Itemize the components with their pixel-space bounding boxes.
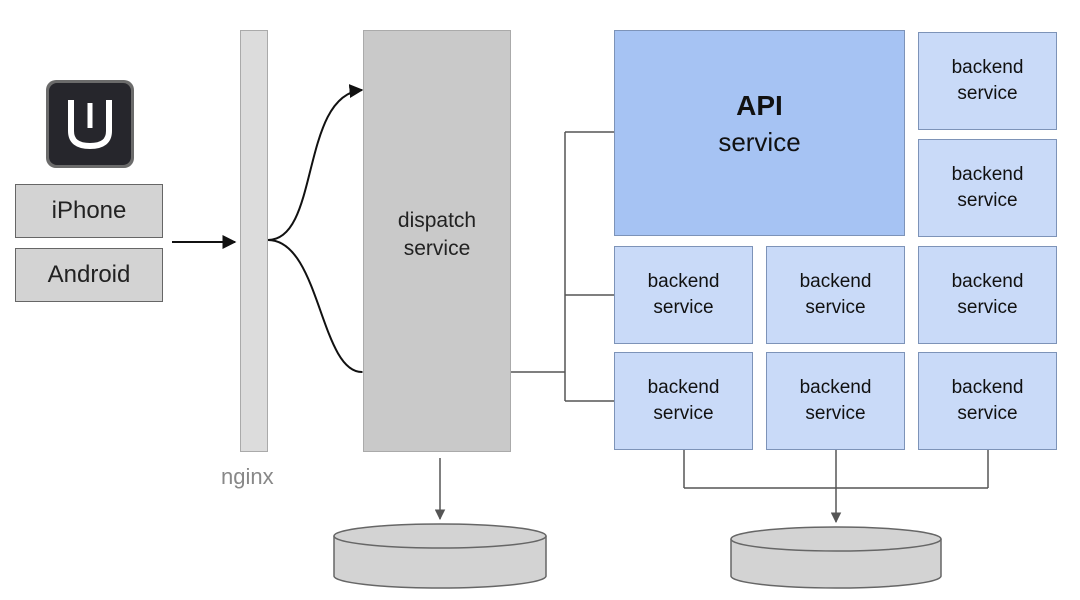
backend-line2: service	[653, 403, 714, 424]
backend-line1: backend	[951, 271, 1024, 292]
backend-database	[730, 526, 942, 589]
backend-line2: service	[957, 403, 1018, 424]
backend-line2: service	[805, 403, 866, 424]
backend-line2: service	[805, 297, 866, 318]
curve-nginx-to-dispatch	[267, 84, 364, 241]
backend-service: backend service	[614, 246, 753, 344]
android-client: Android	[15, 248, 163, 302]
curve-nginx-to-backend	[267, 239, 363, 373]
backend-service: backend service	[918, 32, 1057, 130]
backend-service: backend service	[614, 352, 753, 450]
android-label: Android	[47, 261, 131, 288]
backend-service: backend service	[918, 139, 1057, 237]
backend-line2: service	[957, 190, 1018, 211]
uber-u-logo-icon	[46, 80, 134, 168]
backend-line1: backend	[647, 377, 720, 398]
api-service: API service	[614, 30, 905, 236]
backend-service: backend service	[918, 352, 1057, 450]
dispatch-service: dispatch service	[363, 30, 511, 452]
dispatch-line2: service	[403, 237, 471, 260]
backend-service: backend service	[766, 352, 905, 450]
iphone-client: iPhone	[15, 184, 163, 238]
backend-line1: backend	[951, 57, 1024, 78]
backend-line1: backend	[799, 271, 872, 292]
backend-line1: backend	[951, 164, 1024, 185]
dispatch-line1: dispatch	[397, 209, 477, 232]
backend-line2: service	[653, 297, 714, 318]
nginx-bar	[240, 30, 268, 452]
backend-line1: backend	[951, 377, 1024, 398]
dispatch-database	[333, 523, 547, 589]
backend-line2: service	[957, 297, 1018, 318]
backend-service: backend service	[918, 246, 1057, 344]
backend-line2: service	[957, 83, 1018, 104]
backend-line1: backend	[647, 271, 720, 292]
backend-line1: backend	[799, 377, 872, 398]
api-line2: service	[718, 127, 801, 157]
nginx-label: nginx	[221, 464, 274, 489]
backend-service: backend service	[766, 246, 905, 344]
iphone-label: iPhone	[51, 197, 127, 224]
api-line1: API	[736, 90, 783, 121]
